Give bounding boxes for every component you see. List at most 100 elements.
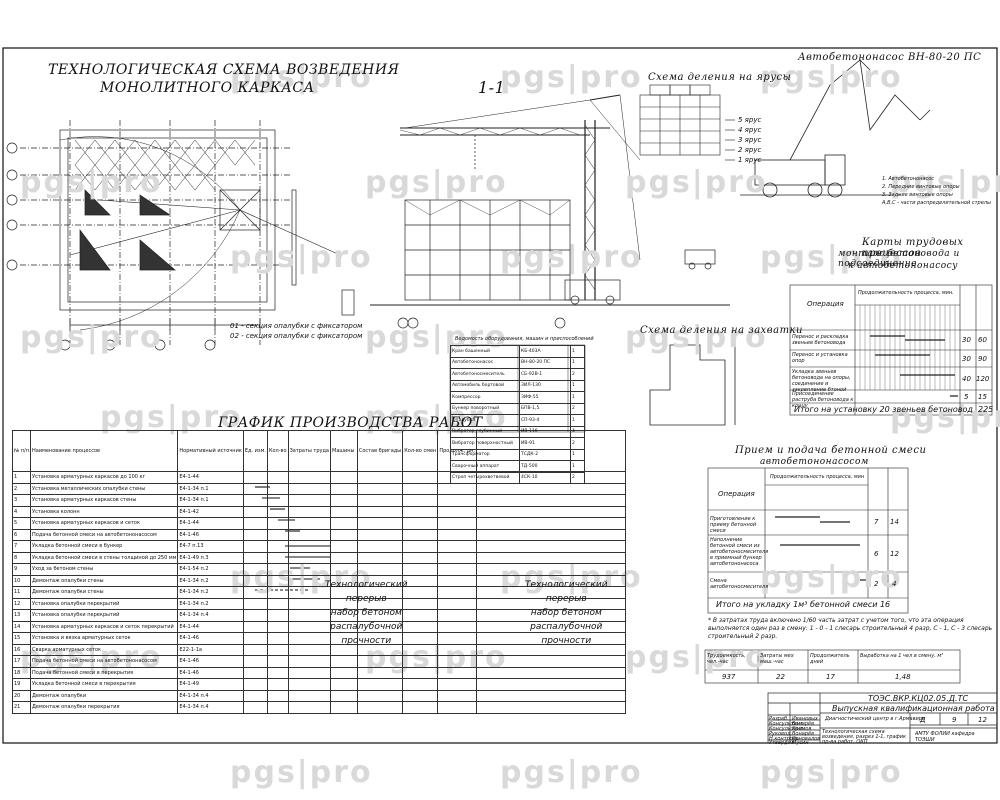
receive-row-workers: 7 xyxy=(874,518,879,526)
stamp-sheets: 12 xyxy=(978,716,987,724)
cell: Е4-7 п.13 xyxy=(177,540,244,553)
tier-label: 2 ярус xyxy=(738,146,762,154)
summary-header: Выработка на 1 чел в смену, м³ xyxy=(860,653,944,659)
receive-row-workers: 6 xyxy=(874,550,879,558)
summary-value: 17 xyxy=(826,673,835,681)
cell: 1 xyxy=(11,471,32,484)
cell: СБ-92В-1 xyxy=(519,368,571,381)
summary-value: 937 xyxy=(722,673,736,681)
cell: Демонтаж опалубки xyxy=(30,689,179,702)
stamp-name: Мусин xyxy=(792,740,809,746)
receive-row-op: Смена автобетоносмесителя xyxy=(710,578,769,590)
cell: Е4-1-34 п.1 xyxy=(177,494,244,507)
equipment-title: Ведомость оборудования, машин и приспосо… xyxy=(455,336,594,342)
note-line: Технологический xyxy=(325,580,408,590)
summary-header: Продолжитель дней xyxy=(810,653,850,665)
note-line: прочности xyxy=(341,636,392,646)
cell: 1 xyxy=(570,379,585,392)
pump-title: Автобетононасос ВН-80-20 ПС xyxy=(798,52,982,63)
note-line: распалубочной xyxy=(530,622,603,632)
header-cell: Машины xyxy=(330,430,358,472)
cell: 2 xyxy=(11,482,32,495)
cell: 4 xyxy=(570,425,585,438)
captures-title: Схема деления на захватки xyxy=(640,325,803,336)
stamp-name: Вонарёв xyxy=(792,721,815,727)
stamp-name: Ивановых xyxy=(792,716,818,722)
cell: Е4-1-34 п.2 xyxy=(177,586,244,599)
cell: 2 xyxy=(570,471,585,484)
cell: 5 xyxy=(11,517,32,530)
labor-row-workers: 30 xyxy=(962,336,971,344)
cell: Демонтаж опалубки стены xyxy=(30,574,179,587)
cell: 1 xyxy=(570,414,585,427)
cell: Е4-1-34 п.2 xyxy=(177,597,244,610)
labor-row-cost: 15 xyxy=(978,393,987,401)
cell: Трансформатор xyxy=(450,448,520,461)
plan-legend: 01 - секция опалубки с фиксатором xyxy=(230,322,363,330)
cell: Установка арматурных каркасов и сеток xyxy=(30,517,179,530)
tier-label: 1 ярус xyxy=(738,156,762,164)
cell: 14 xyxy=(11,620,32,633)
tier-label: 3 ярус xyxy=(738,136,762,144)
cell: Е4-1-46 xyxy=(177,655,244,668)
labor-row-op: Укладка звеньев бетоновода на опоры, сое… xyxy=(792,369,851,393)
cell: Подача бетонной смеси на автобетононасос… xyxy=(30,528,179,541)
note-line: перерыв xyxy=(345,594,387,604)
stamp-role: Разраб. xyxy=(769,716,789,722)
stamp-name: Храмов xyxy=(792,726,812,732)
cell: 6 xyxy=(11,528,32,541)
receive-row-op: Наполнение бетонной смеси из автобетонос… xyxy=(710,537,769,567)
labor-card-subtitle2: к автобетононасосу xyxy=(848,261,958,271)
cell: Опалубка xyxy=(450,414,520,427)
cell: 21 xyxy=(11,701,32,714)
receive-row-cost: 14 xyxy=(890,518,899,526)
stamp-role: Утвердил xyxy=(769,740,795,746)
cell: Е4-1-34 п.4 xyxy=(177,689,244,702)
labor-row-cost: 60 xyxy=(978,336,987,344)
labor-row-workers: 5 xyxy=(964,393,969,401)
labor-card-subtitle: монтаж бетоновода и подсоединение xyxy=(838,249,960,269)
cell: Строп четырехветвевой xyxy=(450,471,520,484)
tier-label: 5 ярус xyxy=(738,116,762,124)
cell: 13 xyxy=(11,609,32,622)
cell: Е4-1-46 xyxy=(177,666,244,679)
stamp-role: Руковод. xyxy=(769,731,793,737)
header-cell: Кол-во смен xyxy=(402,430,439,472)
cell: Установка металлических опалубки стены xyxy=(30,482,179,495)
summary-value: 1,48 xyxy=(895,673,911,681)
cell: Кран башенный xyxy=(450,345,520,358)
cell: Е4-1-34 п.2 xyxy=(177,574,244,587)
tiers-scheme xyxy=(639,84,735,161)
receive-note: * В затратах труда включено 1/60 часть з… xyxy=(708,617,993,640)
note-line: перерыв xyxy=(545,594,587,604)
cell: Сварочный аппарат xyxy=(450,460,520,473)
sheet-frame xyxy=(2,47,998,744)
scheme-subtitle: МОНОЛИТНОГО КАРКАСА xyxy=(100,80,315,96)
stamp-role: Н.контроль xyxy=(769,736,799,742)
cell: Установка арматурных каркасов стены xyxy=(30,494,179,507)
stamp-project: Диагностический центр в г.Армавире xyxy=(825,716,926,722)
cell: Е4-1-34 п.4 xyxy=(177,609,244,622)
cell: КБ-403А xyxy=(519,345,571,358)
note-line: набор бетоном xyxy=(330,608,402,618)
receive-total: Итого на укладку 1м³ бетонной смеси 16 xyxy=(716,600,891,609)
cell: 11 xyxy=(11,586,32,599)
header-cell: Затраты труда xyxy=(287,430,332,472)
pump-legend: 3. Задние винтовые опоры xyxy=(882,192,953,198)
stamp-code: ТОЭС.ВКР.КЦ02.05.Д.ТС xyxy=(868,694,969,703)
cell: Е4-1-44 xyxy=(177,517,244,530)
cell: Установка и вязка арматурных сеток xyxy=(30,632,179,645)
labor-header-op: Операция xyxy=(807,300,844,308)
